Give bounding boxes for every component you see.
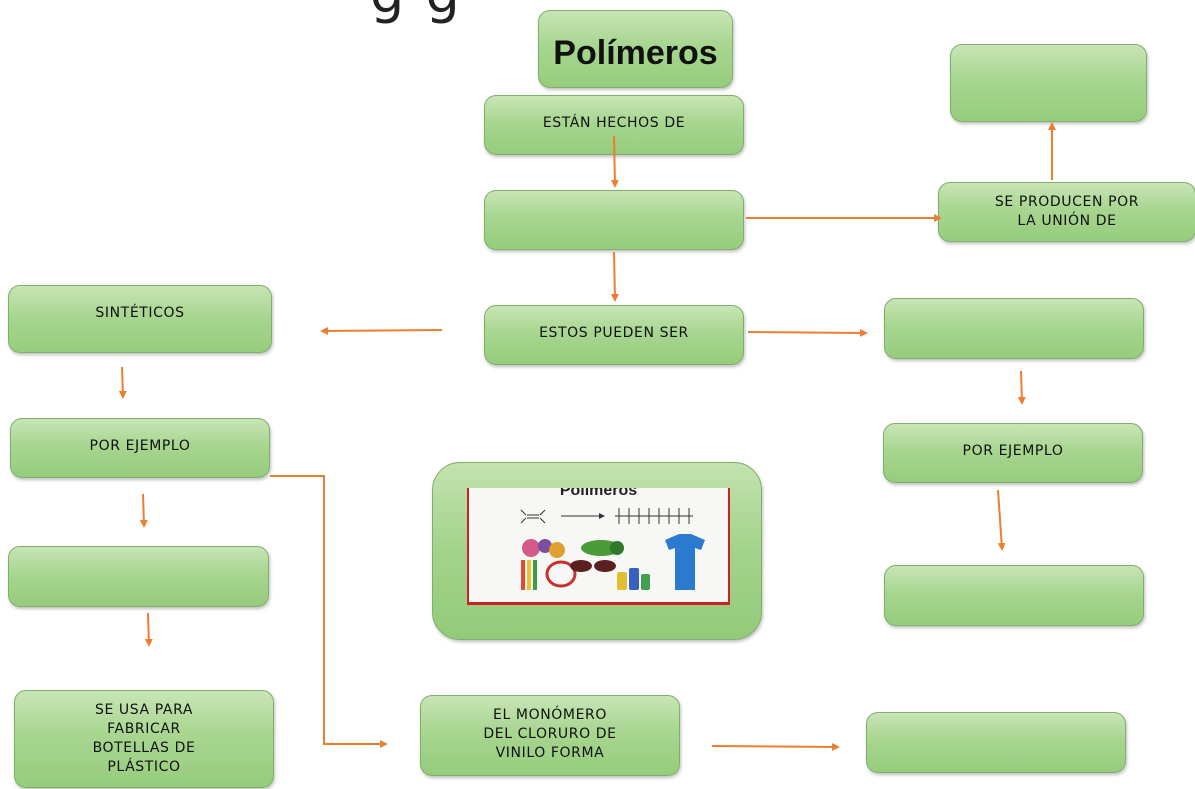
monomero-text: EL MONÓMERO DEL CLORURO DE VINILO FORMA — [483, 707, 617, 761]
arrow-right-to-ejemplo — [1017, 370, 1026, 405]
arrow-blank-left-to-botellas — [144, 612, 153, 647]
ethylene-molecule-icon — [520, 509, 546, 524]
title-node: Polímeros — [538, 10, 733, 88]
plastic-products-icon — [521, 534, 705, 590]
arrow-ejemplo-to-monomero — [270, 475, 388, 748]
ejemplo-right-node: POR EJEMPLO — [883, 423, 1143, 483]
arrow-ejemplo-to-blank-left — [139, 493, 148, 528]
botellas-text: SE USA PARA FABRICAR BOTELLAS DE PLÁSTIC… — [92, 702, 196, 775]
blank-left-node — [8, 546, 269, 607]
blank-right-low-node — [884, 565, 1144, 626]
pueden-ser-node: ESTOS PUEDEN SER — [484, 305, 744, 365]
polyethylene-chain-icon — [615, 508, 693, 524]
blank-right-node — [884, 298, 1144, 359]
ejemplo-right-text: POR EJEMPLO — [962, 443, 1064, 459]
polymer-illustration — [520, 508, 705, 590]
arrow-sinteticos-to-ejemplo — [118, 366, 127, 399]
ejemplo-left-node: POR EJEMPLO — [10, 418, 270, 478]
arrow-ejemplo-to-blank-right — [997, 489, 1006, 551]
sinteticos-node: SINTÉTICOS — [8, 285, 272, 353]
pueden-ser-text: ESTOS PUEDEN SER — [539, 325, 689, 341]
blank-bottom-right-node — [866, 712, 1126, 773]
blank-top-right-node — [950, 44, 1147, 122]
hechos-text: ESTÁN HECHOS DE — [542, 115, 686, 131]
blank-center-node — [484, 190, 744, 250]
union-text: SE PRODUCEN POR LA UNIÓN DE — [994, 194, 1140, 229]
title-text: Polímeros — [553, 34, 718, 72]
polymer-image: Polímeros — [467, 488, 730, 605]
monomero-node: EL MONÓMERO DEL CLORURO DE VINILO FORMA — [420, 695, 680, 776]
image-title: Polímeros — [559, 488, 638, 499]
sinteticos-text: SINTÉTICOS — [95, 305, 185, 321]
union-node: SE PRODUCEN POR LA UNIÓN DE — [938, 182, 1195, 242]
ejemplo-left-text: POR EJEMPLO — [89, 438, 191, 454]
arrow-hechos-to-blank — [610, 135, 619, 188]
botellas-node: SE USA PARA FABRICAR BOTELLAS DE PLÁSTIC… — [14, 690, 274, 788]
arrow-blank-to-pueden — [610, 251, 619, 302]
arrow-pueden-to-right — [747, 328, 868, 337]
arrow-pueden-to-sinteticos — [320, 326, 443, 335]
arrow-monomero-to-bottom-right — [711, 742, 840, 751]
cut-off-heading: g g — [370, 0, 462, 25]
